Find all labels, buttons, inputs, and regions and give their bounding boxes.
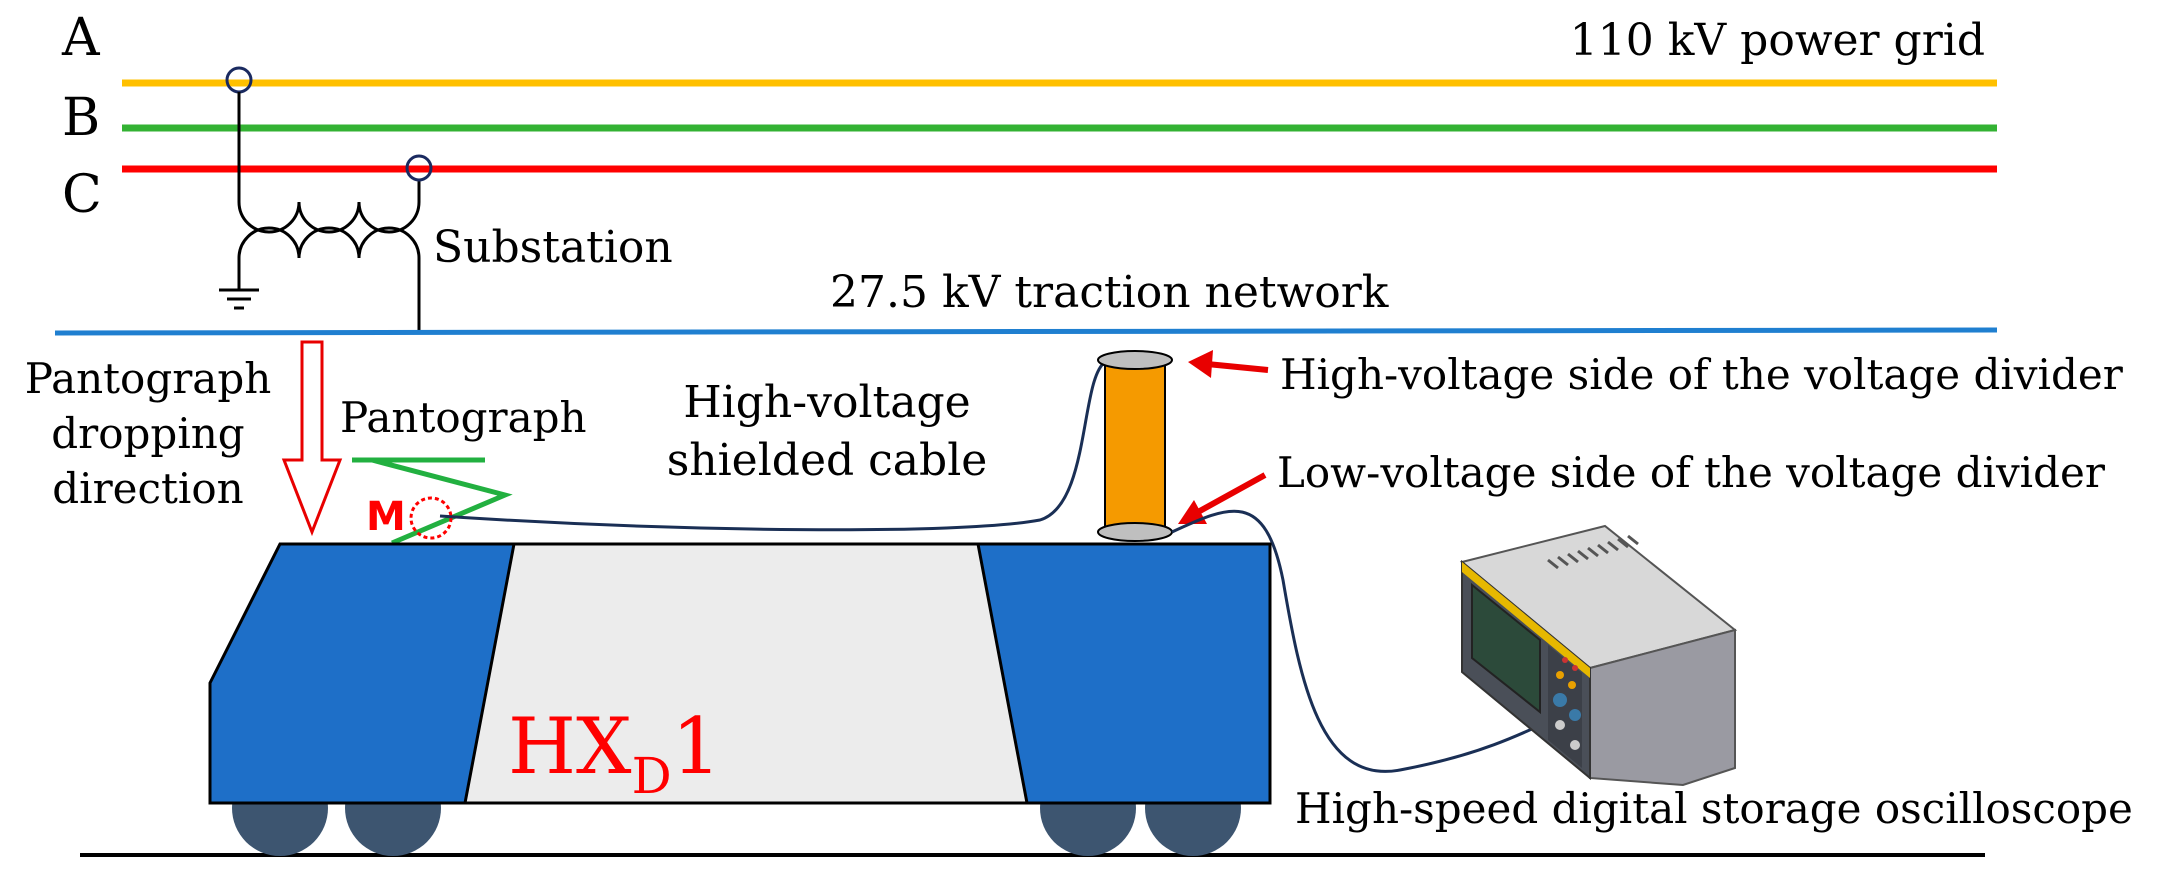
phase-b-label: B [62,88,100,148]
train [80,542,1985,857]
substation-transformer [219,66,433,333]
traction-network-line [54,327,1998,336]
grid-label: 110 kV power grid [1570,15,1985,66]
traction-network-label: 27.5 kV traction network [830,267,1389,318]
substation-label: Substation [433,222,673,273]
train-window [463,542,1029,805]
train-model-label: HXD1 [508,702,721,805]
ground-icon [219,288,259,310]
down-arrow-icon [281,340,343,537]
low-voltage-side-arrow-icon [1178,472,1267,524]
high-voltage-side-arrow-icon [1188,350,1269,378]
pantograph-direction-line1: Pantograph [25,354,272,403]
voltage-divider [1097,350,1173,542]
phase-a-label: A [61,8,101,68]
pantograph-label: Pantograph [340,393,587,442]
pantograph-direction-line2: dropping [51,409,244,458]
measurement-point-label: M [366,494,406,540]
oscilloscope-label: High-speed digital storage oscilloscope [1295,784,2133,833]
shielded-cable [439,360,1107,532]
cable-label-line2: shielded cable [667,435,988,486]
signal-cable [1171,509,1573,773]
phase-c-tap-point [405,154,433,182]
oscilloscope [1459,524,1738,787]
cable-label-line1: High-voltage [683,377,970,428]
divider-high-side-label: High-voltage side of the voltage divider [1280,350,2124,399]
phase-c-label: C [62,165,102,225]
pantograph [352,457,513,546]
divider-low-side-label: Low-voltage side of the voltage divider [1277,448,2106,497]
oscilloscope-screen [1471,582,1541,715]
pantograph-direction-line3: direction [52,464,243,513]
